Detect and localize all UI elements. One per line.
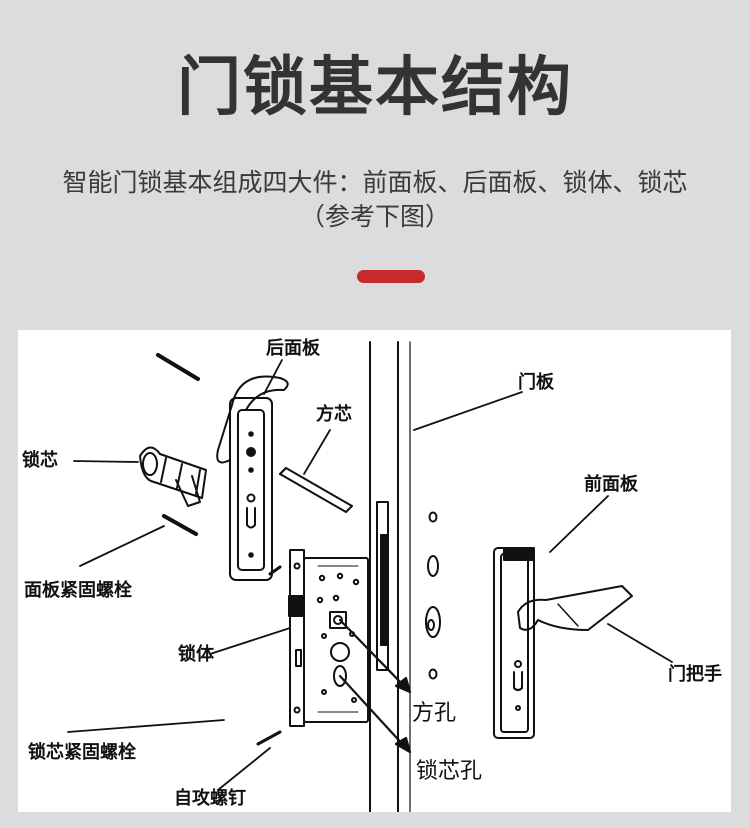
subtitle-line-2: （参考下图） bbox=[299, 202, 450, 231]
label-door-panel: 门板 bbox=[518, 371, 555, 393]
panel-screw-top bbox=[156, 353, 200, 381]
panel-bolt bbox=[162, 514, 198, 536]
hole-arrows bbox=[338, 618, 412, 754]
label-back-panel: 后面板 bbox=[266, 337, 321, 359]
label-tapping-screw: 自攻螺钉 bbox=[174, 787, 246, 809]
subtitle-line-1: 智能门锁基本组成四大件：前面板、后面板、锁体、锁芯 bbox=[62, 168, 688, 197]
small-screws bbox=[256, 565, 282, 746]
back-panel-part bbox=[216, 375, 289, 581]
label-square-hole: 方孔 bbox=[412, 701, 456, 726]
page-title: 门锁基本结构 bbox=[177, 51, 573, 125]
label-lock-body: 锁体 bbox=[178, 643, 215, 665]
front-panel-part bbox=[493, 547, 535, 739]
door-cutout bbox=[376, 501, 389, 671]
label-core-bolt: 锁芯紧固螺栓 bbox=[28, 741, 136, 763]
label-front-panel: 前面板 bbox=[584, 473, 639, 495]
lock-body-part bbox=[288, 549, 369, 727]
lock-cylinder bbox=[139, 446, 207, 507]
square-spindle bbox=[279, 467, 353, 513]
label-panel-bolt: 面板紧固螺栓 bbox=[24, 579, 132, 601]
lock-structure-diagram: 后面板 方芯 门板 锁芯 前面板 面板紧固螺栓 锁体 门把手 方孔 锁芯紧固螺栓… bbox=[18, 330, 731, 812]
diagram-drawing: 后面板 方芯 门板 锁芯 前面板 面板紧固螺栓 锁体 门把手 方孔 锁芯紧固螺栓… bbox=[22, 337, 722, 812]
accent-divider bbox=[357, 270, 425, 283]
label-lock-core: 锁芯 bbox=[22, 449, 58, 471]
label-core-hole: 锁芯孔 bbox=[416, 759, 482, 784]
door-holes bbox=[425, 511, 441, 680]
label-square-core: 方芯 bbox=[316, 403, 352, 425]
door-handle-part bbox=[517, 585, 633, 631]
leader-lines bbox=[67, 359, 673, 791]
subtitle: 智能门锁基本组成四大件：前面板、后面板、锁体、锁芯 （参考下图） bbox=[0, 166, 750, 234]
label-handle: 门把手 bbox=[668, 663, 722, 685]
door-slab bbox=[369, 341, 411, 812]
